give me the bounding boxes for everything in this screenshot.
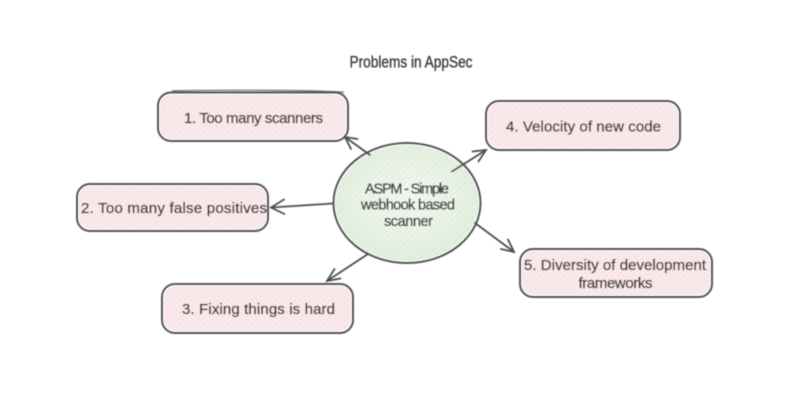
svg-text:2. Too many false positives: 2. Too many false positives (81, 200, 267, 217)
svg-text:scanner: scanner (384, 214, 433, 230)
svg-text:3. Fixing things is hard: 3. Fixing things is hard (182, 301, 335, 318)
svg-text:4. Velocity of new code: 4. Velocity of new code (506, 119, 661, 136)
svg-text:1. Too many scanners: 1. Too many scanners (184, 110, 323, 127)
svg-text:Problems in AppSec: Problems in AppSec (350, 54, 473, 72)
svg-text:frameworks: frameworks (579, 275, 653, 292)
svg-text:ASPM - Simple: ASPM - Simple (365, 182, 449, 198)
svg-text:webhook based: webhook based (360, 198, 455, 214)
svg-text:5. Diversity of development: 5. Diversity of development (524, 257, 707, 274)
